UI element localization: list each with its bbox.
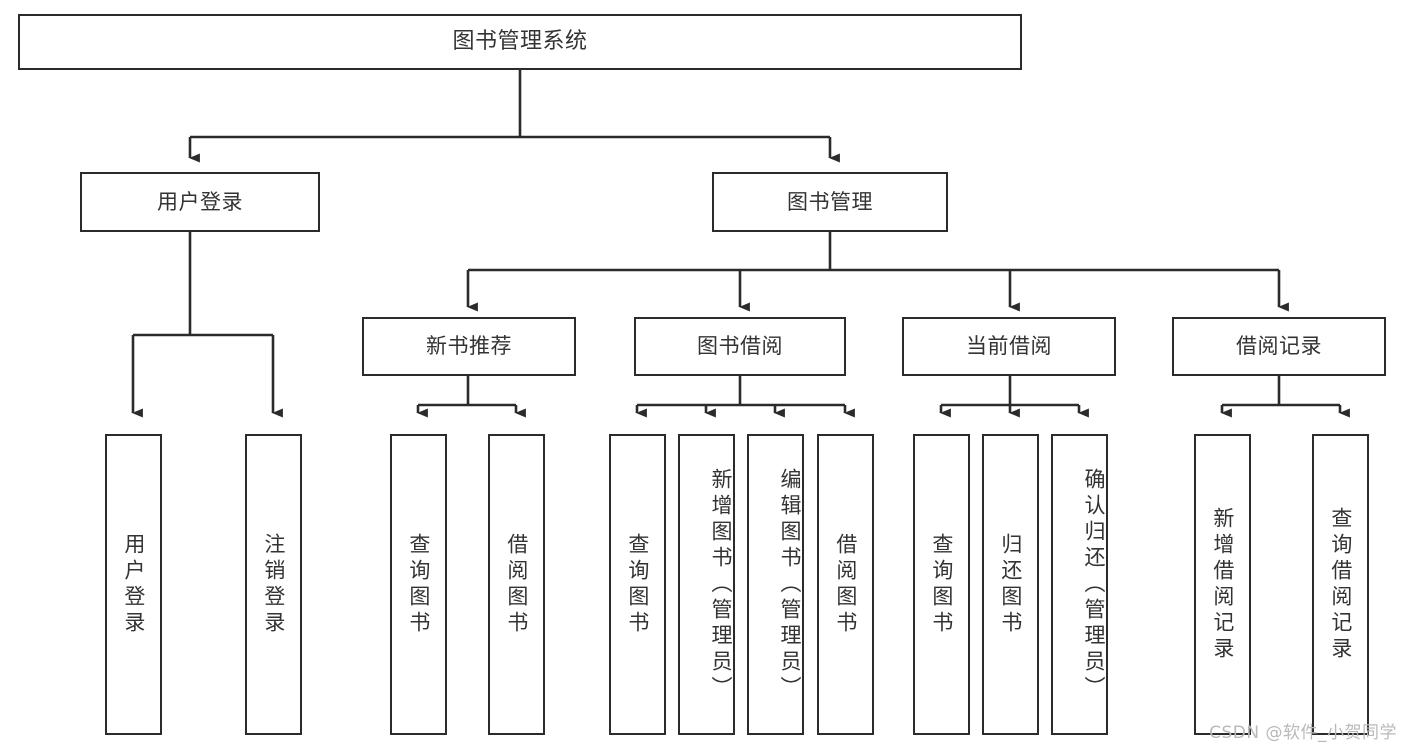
- leaf-add-borrow-record[interactable]: 新增借阅记录: [1194, 434, 1251, 735]
- leaf-return-book[interactable]: 归还图书: [982, 434, 1039, 735]
- node-book-borrow[interactable]: 图书借阅: [634, 317, 846, 376]
- node-borrow-record[interactable]: 借阅记录: [1172, 317, 1386, 376]
- leaf-borrow-book-recommend[interactable]: 借阅图书: [488, 434, 545, 735]
- leaf-logout-login[interactable]: 注销登录: [245, 434, 302, 735]
- watermark-csdn: CSDN @软件_小贺同学: [1209, 723, 1397, 743]
- leaf-add-book-admin[interactable]: 新增图书（管理员）: [678, 434, 735, 735]
- node-root-system[interactable]: 图书管理系统: [18, 14, 1022, 70]
- node-new-book-recommend[interactable]: 新书推荐: [362, 317, 576, 376]
- leaf-edit-book-admin[interactable]: 编辑图书（管理员）: [747, 434, 804, 735]
- leaf-confirm-return-admin[interactable]: 确认归还（管理员）: [1051, 434, 1108, 735]
- leaf-query-book-current[interactable]: 查询图书: [913, 434, 970, 735]
- node-book-management[interactable]: 图书管理: [712, 172, 948, 232]
- leaf-borrow-book-borrow[interactable]: 借阅图书: [817, 434, 874, 735]
- node-user-login[interactable]: 用户登录: [80, 172, 320, 232]
- leaf-user-login[interactable]: 用户登录: [105, 434, 162, 735]
- leaf-query-book-borrow[interactable]: 查询图书: [609, 434, 666, 735]
- leaf-query-book-recommend[interactable]: 查询图书: [390, 434, 447, 735]
- leaf-query-borrow-record[interactable]: 查询借阅记录: [1312, 434, 1369, 735]
- node-current-borrow[interactable]: 当前借阅: [902, 317, 1116, 376]
